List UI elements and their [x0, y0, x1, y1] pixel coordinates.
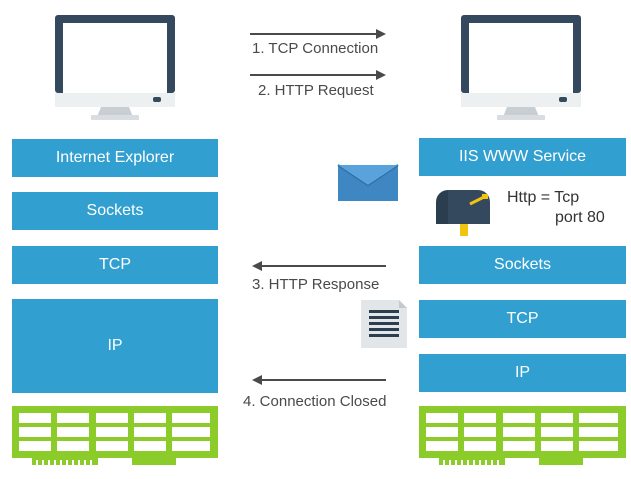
client-monitor-icon	[55, 15, 175, 120]
server-monitor-icon	[461, 15, 581, 120]
client-layer-ip: IP	[12, 299, 218, 393]
client-network-card-icon	[12, 406, 218, 465]
step-label-tcp-connection: 1. TCP Connection	[252, 40, 379, 57]
arrow-http-response	[252, 261, 386, 271]
server-layer-iis-www-service: IIS WWW Service	[419, 138, 626, 176]
port-note-line1: Http = Tcp	[507, 189, 580, 206]
server-network-card-icon	[419, 406, 626, 465]
document-icon	[361, 300, 407, 348]
step-label-http-request: 2. HTTP Request	[258, 82, 374, 99]
server-layer-tcp: TCP	[419, 300, 626, 338]
port-note-line2: port 80	[555, 209, 605, 226]
step-label-http-response: 3. HTTP Response	[252, 276, 380, 293]
mailbox-icon	[436, 190, 490, 236]
server-layer-sockets: Sockets	[419, 246, 626, 284]
client-layer-sockets: Sockets	[12, 192, 218, 230]
client-layer-tcp: TCP	[12, 246, 218, 284]
client-layer-internet-explorer: Internet Explorer	[12, 139, 218, 177]
envelope-icon	[337, 164, 399, 201]
arrow-http-request	[250, 70, 386, 80]
server-layer-ip: IP	[419, 354, 626, 392]
step-label-connection-closed: 4. Connection Closed	[243, 393, 387, 410]
arrow-connection-closed	[252, 375, 386, 385]
arrow-tcp-connection	[250, 29, 386, 39]
